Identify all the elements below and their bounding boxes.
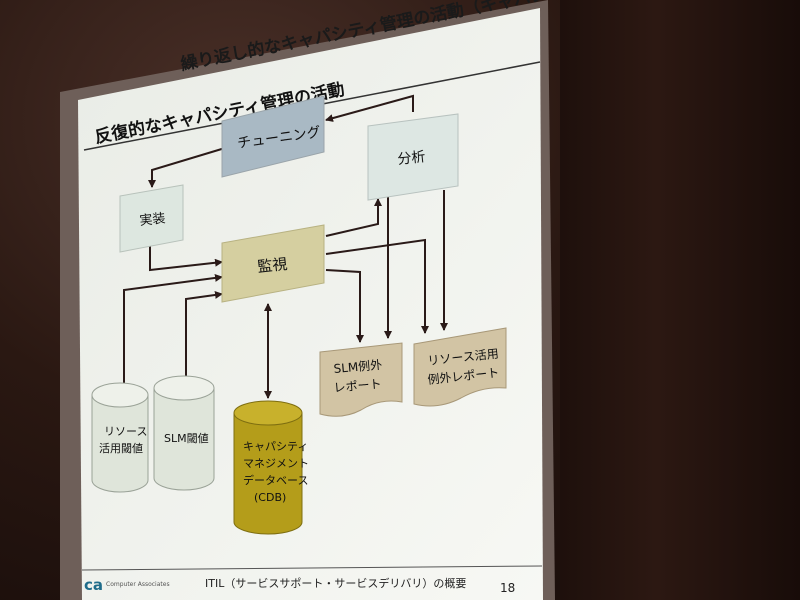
box-monitor-label: 監視 [257, 255, 289, 276]
report-slm-line2: レポート [333, 377, 382, 395]
arrow-monitor-to-analysis [325, 198, 382, 237]
cylinder-slm-threshold: SLM閾値 [153, 375, 215, 491]
page-number: 18 [500, 581, 515, 595]
box-implement-label: 実装 [139, 210, 167, 229]
arrow-monitor-to-slm-report [325, 269, 364, 343]
report-slm-exception: SLM例外 レポート [319, 342, 403, 417]
cyl-cdb-line3: データベース [243, 473, 308, 487]
footer-text: ITIL（サービスサポート・サービスデリバリ）の概要 [205, 576, 466, 590]
footer-logo: ca [84, 576, 103, 594]
cyl-cdb-line4: (CDB) [254, 491, 286, 504]
cyl-slm-label: SLM閾値 [164, 432, 209, 445]
box-implement: 実装 [119, 184, 184, 253]
arrow-resource-threshold-to-monitor [123, 273, 223, 383]
footer-logo-sub: Computer Associates [106, 581, 170, 588]
diagram-arrows [123, 94, 448, 399]
box-analysis-label: 分析 [397, 149, 427, 168]
cyl-cdb-line2: マネジメント [243, 457, 309, 470]
arrow-tuning-to-implement [148, 147, 226, 188]
background-curtain [560, 0, 800, 600]
report-slm-line1: SLM例外 [333, 358, 383, 376]
footer-rule [81, 565, 543, 571]
cylinder-resource-threshold: リソース 活用閾値 [91, 382, 149, 493]
box-tuning: チューニング [221, 95, 325, 178]
cyl-cdb-line1: キャパシティ [243, 440, 308, 453]
cyl-resource-line1: リソース [104, 425, 147, 438]
arrow-analysis-to-tuning [325, 94, 414, 122]
box-monitor: 監視 [221, 224, 325, 303]
report-resource-exception: リソース活用 例外レポート [413, 327, 507, 407]
cylinder-cdb: キャパシティ マネジメント データベース (CDB) [233, 400, 309, 535]
arrow-implement-to-monitor [149, 246, 223, 272]
box-analysis: 分析 [367, 113, 459, 201]
arrow-slm-threshold-to-monitor [185, 291, 223, 380]
arrow-monitor-to-resource-report [325, 238, 429, 334]
cyl-resource-line2: 活用閾値 [99, 442, 143, 455]
